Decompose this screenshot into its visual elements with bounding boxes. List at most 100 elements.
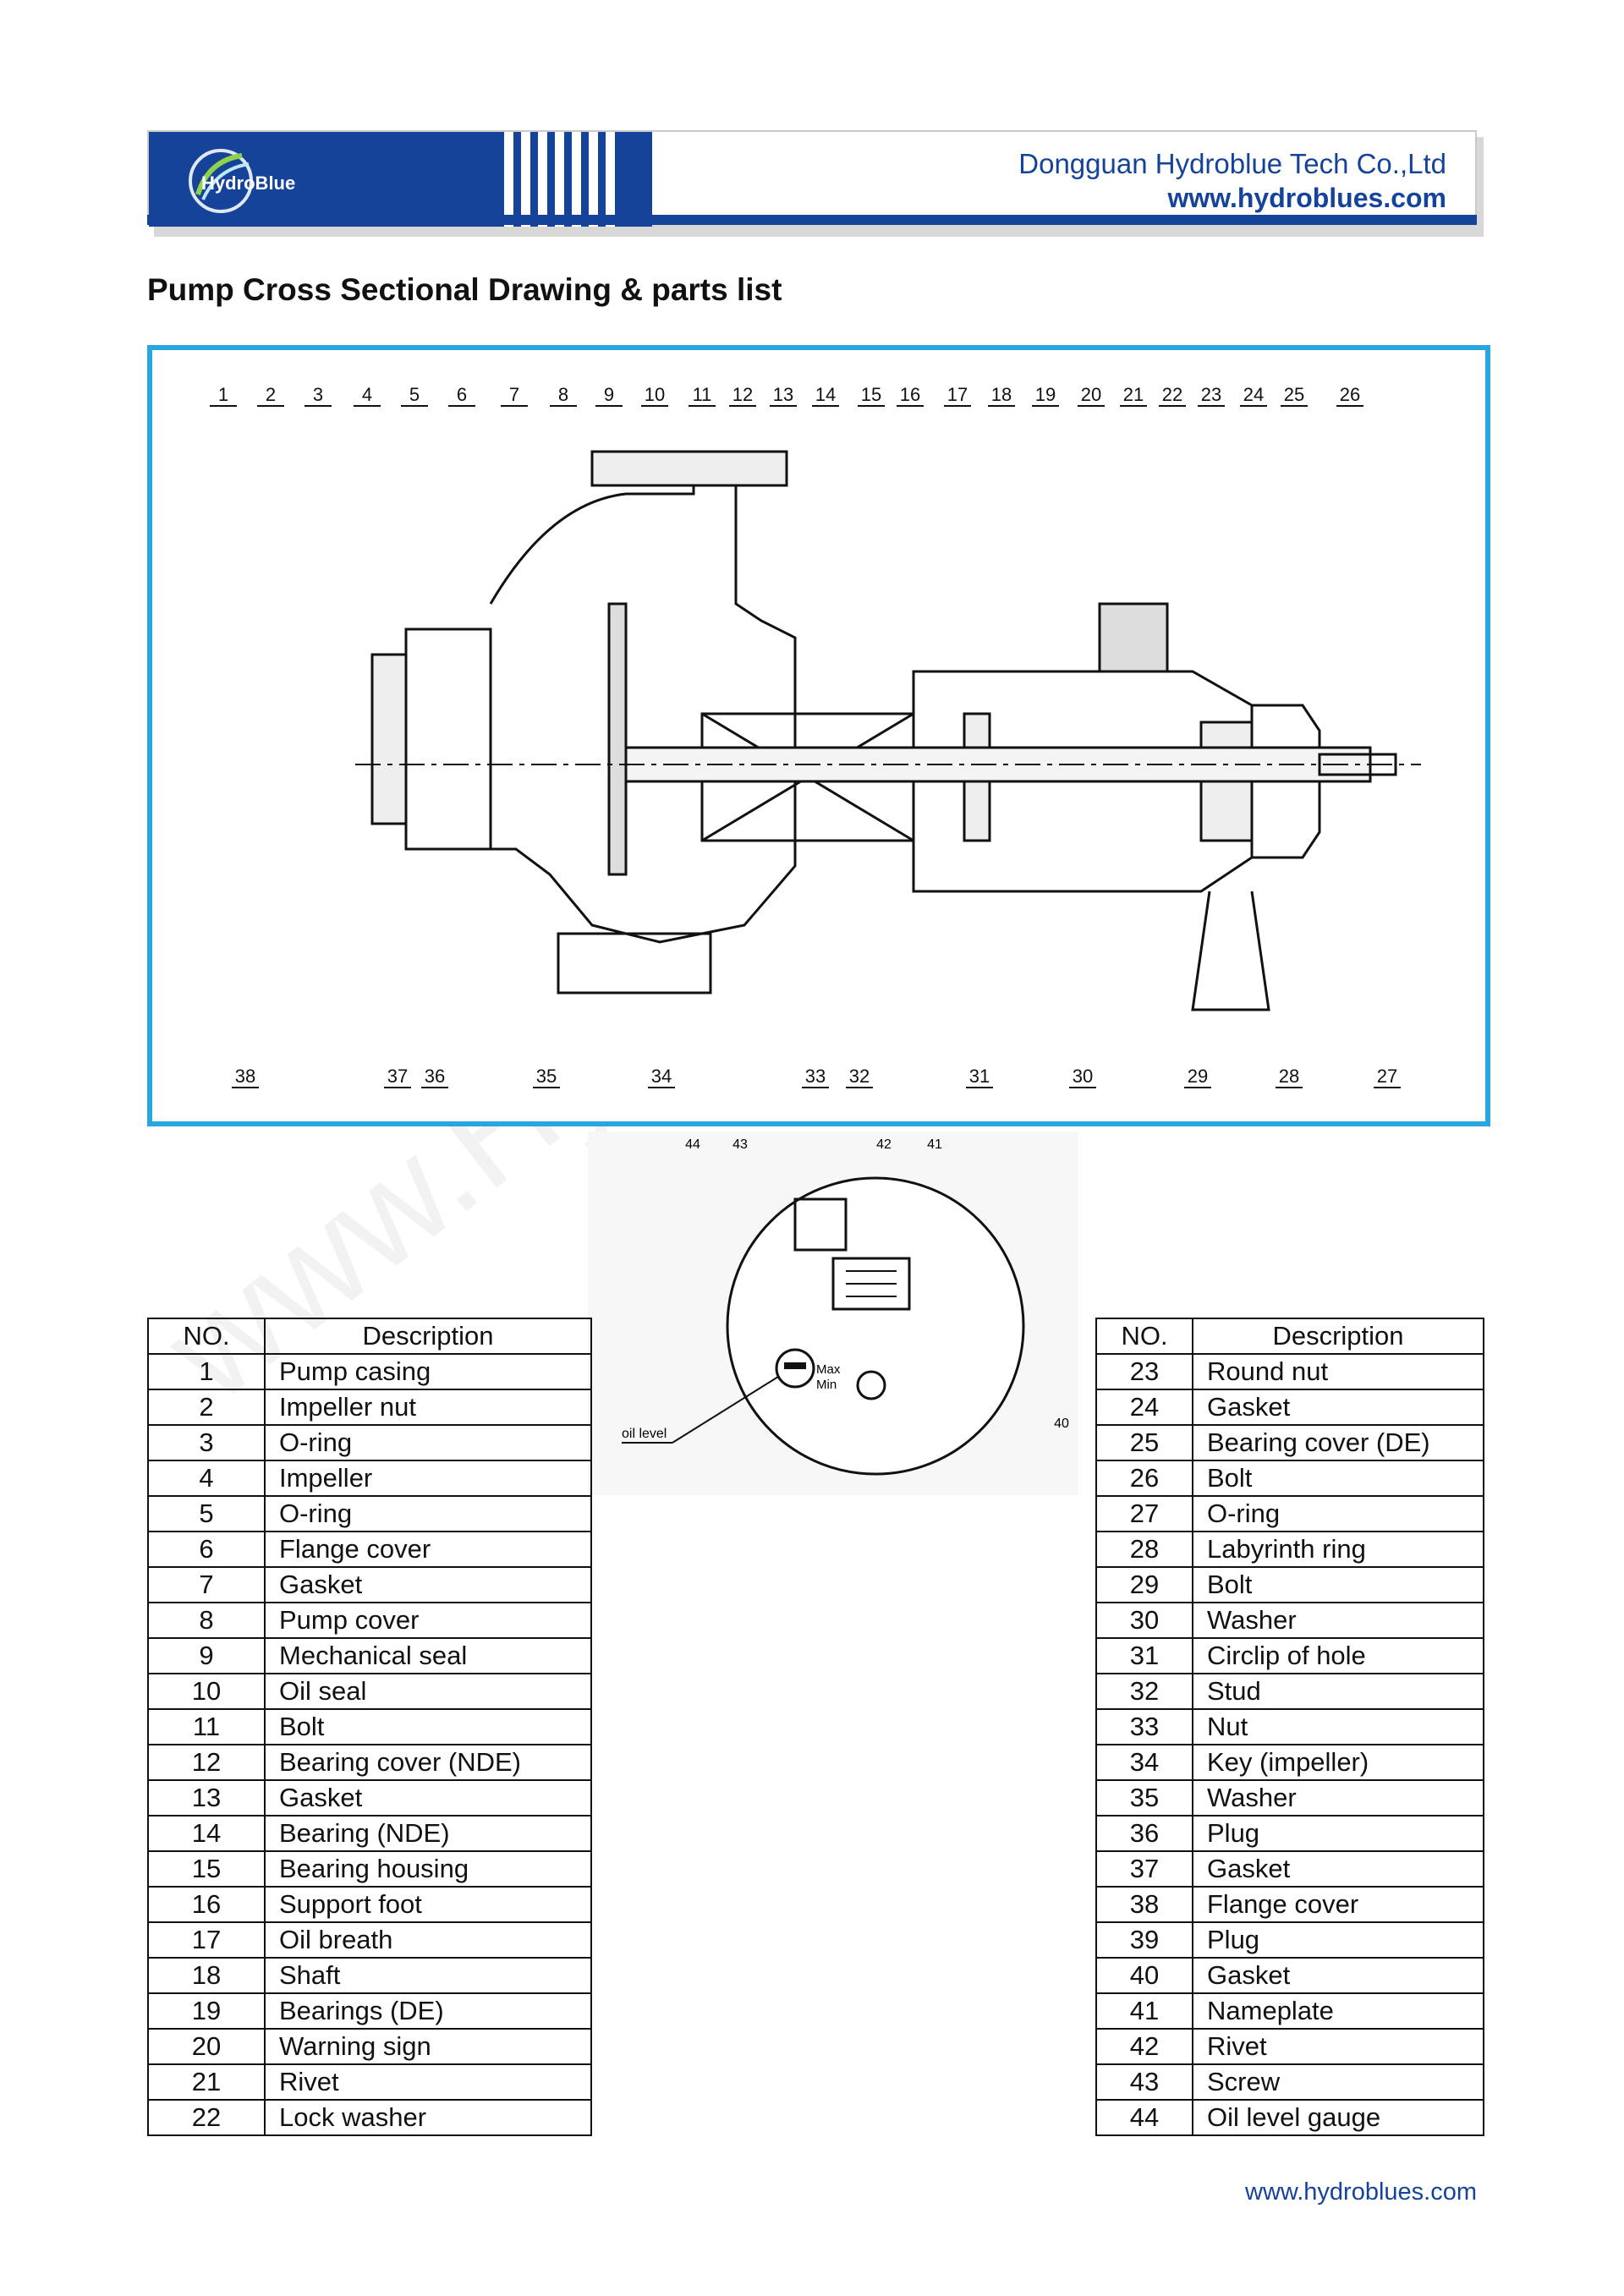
part-description-cell: Washer xyxy=(1192,1779,1484,1817)
part-description-cell: Gasket xyxy=(264,1779,592,1817)
logo-text: HydroBlue xyxy=(201,173,295,194)
callout-label: 13 xyxy=(773,384,793,405)
part-description-cell: Bearing (NDE) xyxy=(264,1815,592,1852)
callout-label: 16 xyxy=(900,384,920,405)
callout-label: 36 xyxy=(425,1066,445,1087)
oil-gauge-shape xyxy=(775,1348,815,1389)
part-number-cell: 14 xyxy=(147,1815,266,1852)
callout-label: 9 xyxy=(604,384,614,405)
part-description-cell: Bearing cover (NDE) xyxy=(264,1744,592,1781)
inset-svg: Max Min oil level 444342414039 xyxy=(622,1137,1069,1476)
banner-blue-panel: HydroBlue xyxy=(149,132,652,227)
part-number-cell: 30 xyxy=(1095,1602,1193,1639)
part-description-cell: Pump cover xyxy=(264,1602,592,1639)
part-description-cell: Washer xyxy=(1192,1602,1484,1639)
part-description-cell: Oil breath xyxy=(264,1921,592,1959)
footer-website[interactable]: www.hydroblues.com xyxy=(1245,2178,1477,2206)
inset-callout-label: 40 xyxy=(1054,1417,1069,1431)
part-description-cell: Plug xyxy=(1192,1921,1484,1959)
plug-shape xyxy=(856,1370,886,1400)
part-number-cell: 24 xyxy=(1095,1389,1193,1426)
part-description-cell: Flange cover xyxy=(1192,1886,1484,1923)
company-website[interactable]: www.hydroblues.com xyxy=(1167,183,1446,213)
part-number-cell: 37 xyxy=(1095,1850,1193,1888)
callout-label: 32 xyxy=(849,1066,870,1087)
part-description-cell: Bearing cover (DE) xyxy=(1192,1424,1484,1461)
part-description-cell: Rivet xyxy=(264,2063,592,2101)
col-desc-header: Description xyxy=(264,1318,592,1355)
inset-callout-label: 44 xyxy=(685,1137,700,1152)
banner-stripe xyxy=(538,132,547,227)
part-description-cell: Support foot xyxy=(264,1886,592,1923)
callout-label: 8 xyxy=(558,384,568,405)
part-number-cell: 5 xyxy=(147,1495,266,1532)
part-number-cell: 32 xyxy=(1095,1673,1193,1710)
part-number-cell: 19 xyxy=(147,1992,266,2030)
banner-stripe xyxy=(504,132,513,227)
part-number-cell: 2 xyxy=(147,1389,266,1426)
banner-bottom-bar xyxy=(147,215,1477,225)
col-desc-header: Description xyxy=(1192,1318,1484,1355)
part-description-cell: Round nut xyxy=(1192,1353,1484,1390)
part-description-cell: Impeller xyxy=(264,1460,592,1497)
part-description-cell: Gasket xyxy=(1192,1957,1484,1994)
part-description-cell: Rivet xyxy=(1192,2028,1484,2065)
part-number-cell: 13 xyxy=(147,1779,266,1817)
company-name: Dongguan Hydroblue Tech Co.,Ltd xyxy=(1018,148,1446,179)
callout-label: 10 xyxy=(645,384,665,405)
part-description-cell: Warning sign xyxy=(264,2028,592,2065)
inset-callout-label: 43 xyxy=(732,1137,748,1152)
label-max: Max xyxy=(816,1362,841,1377)
part-number-cell: 17 xyxy=(147,1921,266,1959)
banner-stripe xyxy=(606,132,615,227)
callout-label: 24 xyxy=(1243,384,1264,405)
part-description-cell: Circlip of hole xyxy=(1192,1637,1484,1674)
part-description-cell: Shaft xyxy=(264,1957,592,1994)
table-header-row: NO. Description xyxy=(1095,1318,1484,1355)
callout-label: 22 xyxy=(1162,384,1182,405)
part-number-cell: 41 xyxy=(1095,1992,1193,2030)
part-number-cell: 33 xyxy=(1095,1708,1193,1745)
callout-label: 20 xyxy=(1081,384,1101,405)
callout-label: 15 xyxy=(861,384,881,405)
part-number-cell: 9 xyxy=(147,1637,266,1674)
callout-label: 18 xyxy=(991,384,1012,405)
header-banner: HydroBlue Dongguan Hydroblue Tech Co.,Lt… xyxy=(147,130,1484,237)
part-number-cell: 12 xyxy=(147,1744,266,1781)
callout-label: 28 xyxy=(1279,1066,1299,1087)
part-description-cell: Gasket xyxy=(1192,1850,1484,1888)
nameplate-shape xyxy=(831,1257,911,1311)
part-description-cell: Screw xyxy=(1192,2063,1484,2101)
part-number-cell: 34 xyxy=(1095,1744,1193,1781)
part-number-cell: 43 xyxy=(1095,2063,1193,2101)
callout-label: 2 xyxy=(266,384,276,405)
part-description-cell: Bearing housing xyxy=(264,1850,592,1888)
part-number-cell: 8 xyxy=(147,1602,266,1639)
part-number-cell: 22 xyxy=(147,2099,266,2136)
part-number-cell: 27 xyxy=(1095,1495,1193,1532)
